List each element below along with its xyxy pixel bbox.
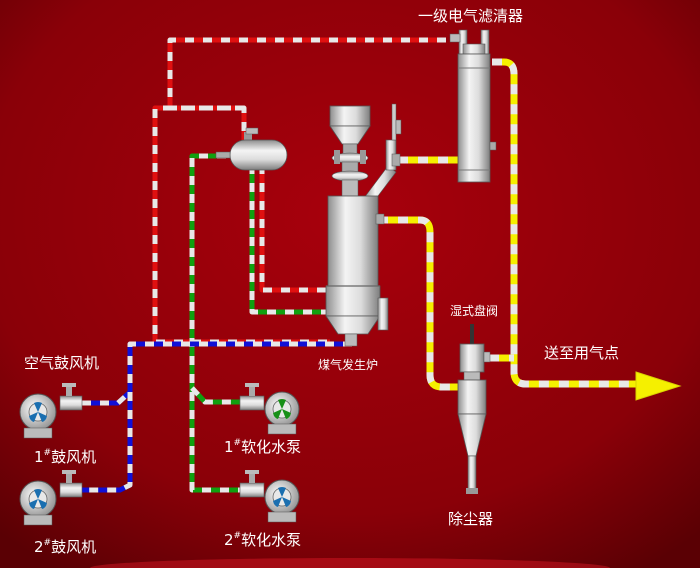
fan-icon — [29, 489, 47, 509]
delivery-label: 送至用气点 — [544, 344, 619, 362]
pump-1-label: 1#软化水泵 — [224, 438, 301, 456]
blower-2 — [19, 470, 83, 526]
gasifier — [325, 195, 389, 347]
electrostatic-filter — [449, 29, 497, 183]
coal-hopper — [329, 105, 371, 197]
pump-2 — [239, 470, 300, 523]
pump-2-label: 2#软化水泵 — [224, 531, 301, 549]
pump-1 — [239, 383, 300, 435]
delivery-arrow-icon — [635, 371, 682, 401]
impeller-icon — [273, 399, 291, 419]
gasifier-label: 煤气发生炉 — [318, 357, 378, 372]
valve-label: 湿式盘阀 — [450, 303, 498, 318]
water-pipe — [189, 153, 330, 493]
steam-drum — [215, 127, 288, 171]
dust-collector — [457, 371, 487, 494]
blower-2-label: 2#鼓风机 — [34, 538, 96, 556]
wet-disc-valve — [459, 324, 491, 373]
air-pipe — [82, 341, 352, 493]
blower-title-label: 空气鼓风机 — [24, 354, 99, 372]
blower-1 — [19, 383, 83, 439]
filter-label: 一级电气滤清器 — [418, 7, 523, 25]
fan-icon — [29, 402, 47, 422]
dust-collector-label: 除尘器 — [448, 510, 493, 528]
impeller-icon — [273, 487, 291, 507]
gas-pipe — [378, 58, 640, 391]
blower-1-label: 1#鼓风机 — [34, 448, 96, 466]
